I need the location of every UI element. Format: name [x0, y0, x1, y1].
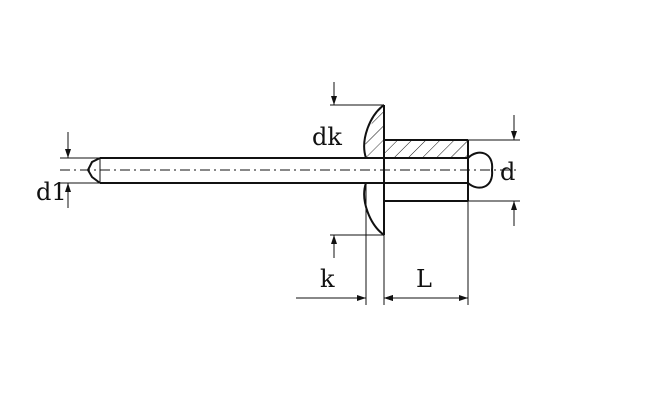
dimension-k: k — [296, 265, 398, 301]
label-dk: dk — [312, 123, 342, 151]
dimension-dk: dk — [312, 82, 342, 258]
label-L: L — [416, 265, 432, 293]
extension-lines — [60, 104, 520, 305]
label-d1: d1 — [36, 178, 67, 206]
rivet-body — [366, 139, 469, 202]
dimension-L: L — [384, 265, 468, 301]
dimension-d: d — [500, 115, 517, 226]
mandrel — [86, 157, 366, 184]
mandrel-head — [467, 151, 494, 189]
dimension-d1: d1 — [36, 132, 71, 208]
rivet-head — [363, 104, 385, 236]
label-d: d — [500, 158, 515, 186]
label-k: k — [320, 265, 335, 293]
